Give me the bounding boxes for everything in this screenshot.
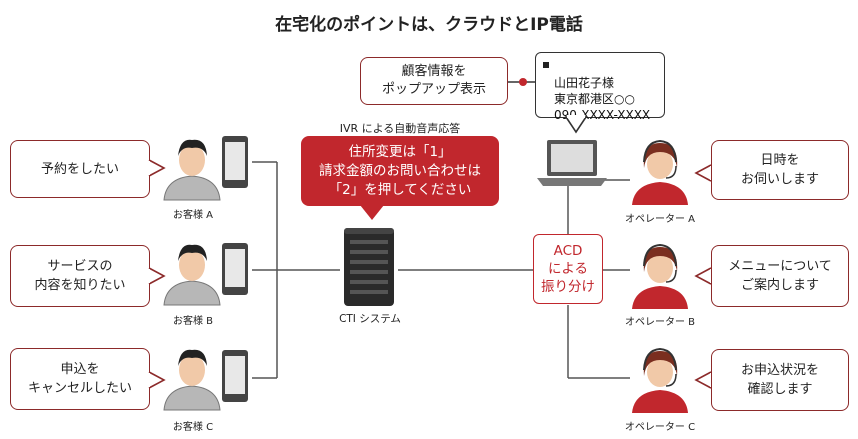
acd-label: ACD による 振り分け xyxy=(541,243,595,295)
operator-c-avatar-icon xyxy=(632,347,688,413)
operator-a-label: オペレーター A xyxy=(624,214,696,225)
page-title: 在宅化のポイントは、クラウドとIP電話 xyxy=(275,15,583,35)
cti-server-icon xyxy=(344,228,394,306)
operator-a-reply-text: 日時を お伺いします xyxy=(740,153,819,187)
cti-label: CTI システム xyxy=(339,313,401,325)
ivr-message-text: 住所変更は「1」 請求金額のお問い合わせは 「2」を押してください xyxy=(319,143,481,198)
laptop-icon xyxy=(537,140,607,186)
customer-c-label: お客様 C xyxy=(172,422,214,433)
ivr-message-bubble: 住所変更は「1」 請求金額のお問い合わせは 「2」を押してください xyxy=(301,136,499,206)
operator-a-reply-bubble: 日時を お伺いします xyxy=(711,140,849,200)
acd-box: ACD による 振り分け xyxy=(533,234,603,304)
customer-b-request-bubble: サービスの 内容を知りたい xyxy=(10,245,150,307)
customer-b-avatar-icon xyxy=(163,244,221,306)
customer-b-phone-icon xyxy=(222,243,248,295)
ivr-caption: IVR による自動音声応答 xyxy=(339,122,461,135)
operator-c-reply-text: お申込状況を 確認します xyxy=(740,363,819,397)
operator-b-reply-bubble: メニューについて ご案内します xyxy=(711,245,849,307)
operator-b-avatar-icon xyxy=(632,243,688,309)
customer-a-request-bubble: 予約をしたい xyxy=(10,140,150,198)
customer-info-text: 山田花子様 東京都港区○○ 090-XXXX-XXXX xyxy=(554,76,651,122)
operator-c-label: オペレーター C xyxy=(624,422,696,433)
customer-c-request-bubble: 申込を キャンセルしたい xyxy=(10,348,150,410)
customer-a-phone-icon xyxy=(222,136,248,188)
customer-a-label: お客様 A xyxy=(172,210,214,221)
popup-caption-bubble: 顧客情報を ポップアップ表示 xyxy=(360,57,508,105)
customer-c-phone-icon xyxy=(222,350,248,402)
customer-c-avatar-icon xyxy=(163,349,221,411)
customer-c-request-text: 申込を キャンセルしたい xyxy=(27,362,132,396)
customer-info-popup: 山田花子様 東京都港区○○ 090-XXXX-XXXX xyxy=(535,52,665,122)
customer-b-label: お客様 B xyxy=(172,316,214,327)
operator-a-avatar-icon xyxy=(632,139,688,205)
customer-a-avatar-icon xyxy=(163,139,221,201)
popup-caption-text: 顧客情報を ポップアップ表示 xyxy=(381,64,486,97)
operator-b-reply-text: メニューについて ご案内します xyxy=(728,259,832,293)
customer-a-request-text: 予約をしたい xyxy=(40,161,119,177)
customer-b-request-text: サービスの 内容を知りたい xyxy=(34,259,126,293)
operator-b-label: オペレーター B xyxy=(624,317,696,328)
operator-c-reply-bubble: お申込状況を 確認します xyxy=(711,349,849,411)
